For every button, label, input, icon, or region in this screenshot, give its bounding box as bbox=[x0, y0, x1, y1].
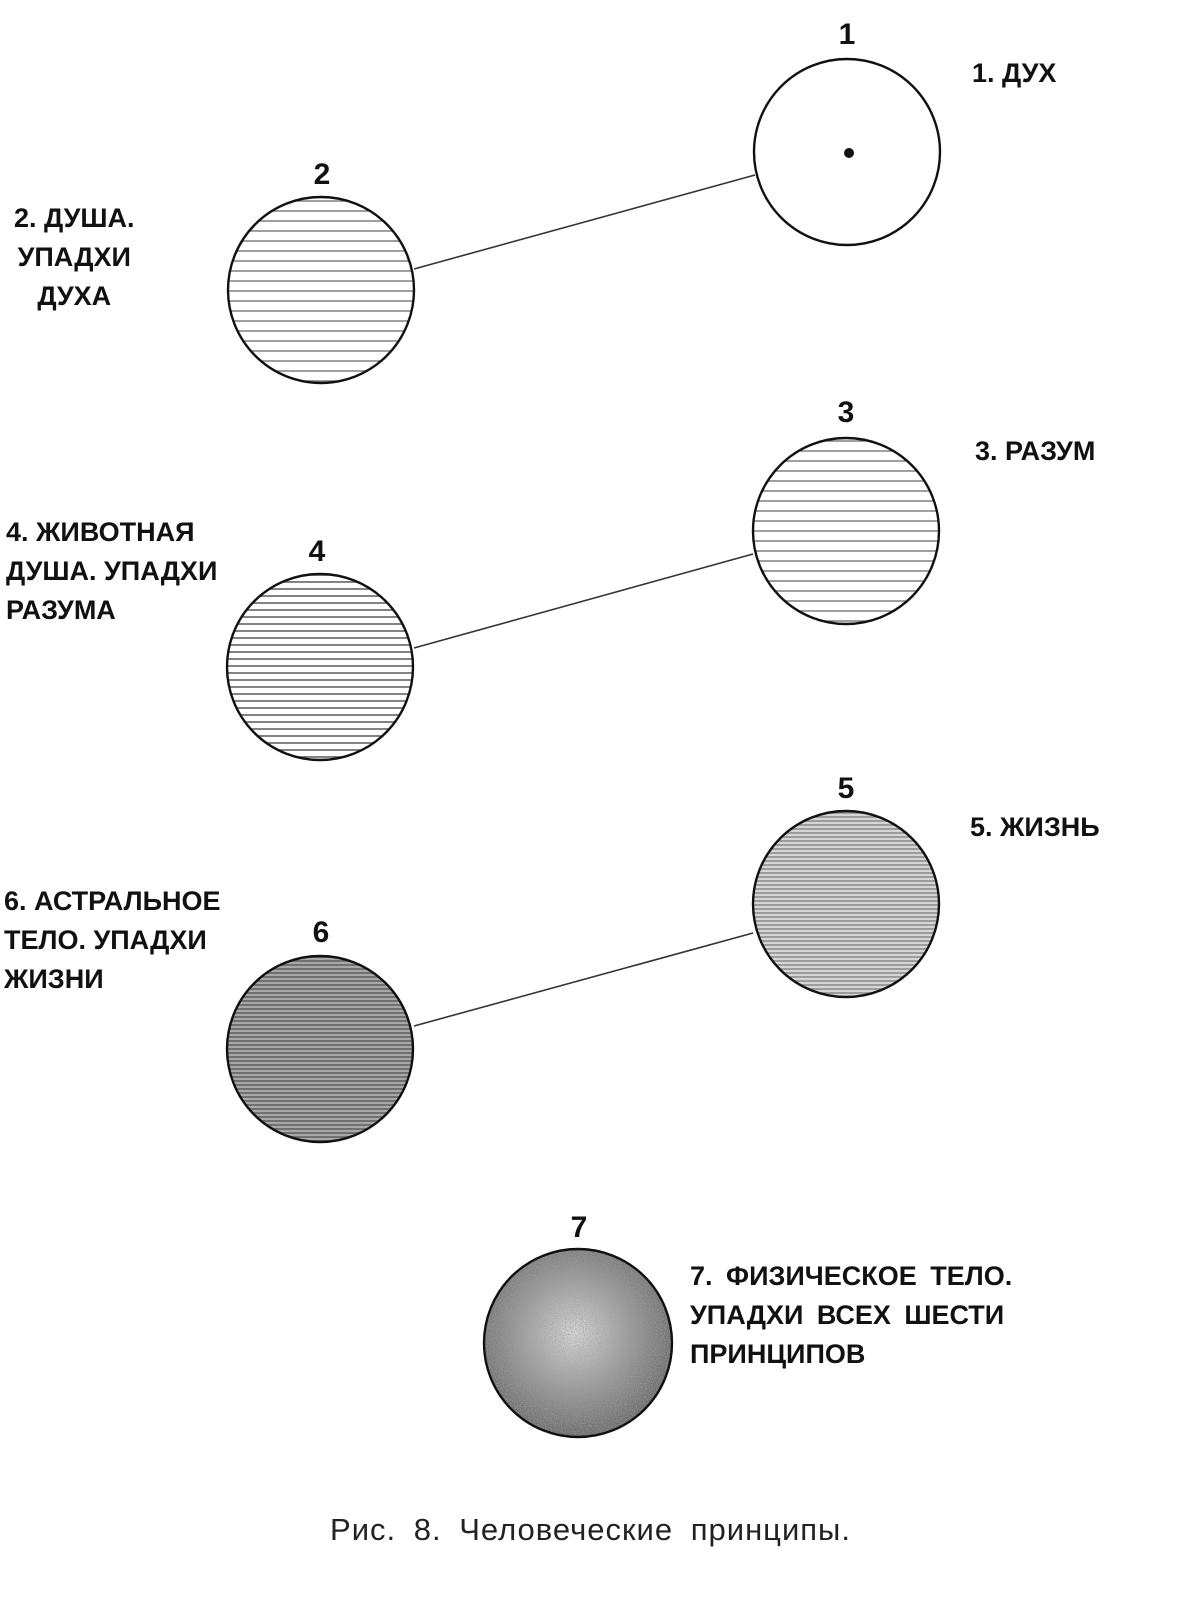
principle-2-label: 2. ДУША. УПАДХИ ДУХА bbox=[14, 199, 135, 316]
principle-3-label: 3. РАЗУМ bbox=[975, 432, 1095, 471]
principle-1-number: 1 bbox=[838, 18, 856, 51]
principle-5-number: 5 bbox=[837, 772, 855, 805]
label-line: ТЕЛО. УПАДХИ bbox=[4, 925, 207, 955]
center-dot-icon bbox=[844, 148, 854, 158]
label-line: 3. РАЗУМ bbox=[975, 436, 1096, 466]
figure-caption: Рис. 8. Человеческие принципы. bbox=[330, 1512, 851, 1547]
connector-3-4 bbox=[413, 553, 754, 649]
label-line: УПАДХИ bbox=[17, 242, 131, 272]
principle-3-circle bbox=[751, 436, 941, 626]
label-line: 4. ЖИВОТНАЯ bbox=[6, 517, 195, 547]
principle-7-label: 7. ФИЗИЧЕСКОЕ ТЕЛО. УПАДХИ ВСЕХ ШЕСТИ ПР… bbox=[690, 1257, 1012, 1374]
principle-6-circle bbox=[225, 954, 415, 1144]
principle-5-label: 5. ЖИЗНЬ bbox=[970, 808, 1100, 847]
label-line: ЖИЗНИ bbox=[4, 964, 104, 994]
label-line: 5. ЖИЗНЬ bbox=[970, 812, 1100, 842]
label-line: 7. ФИЗИЧЕСКОЕ ТЕЛО. bbox=[690, 1261, 1013, 1291]
label-line: 1. ДУХ bbox=[972, 58, 1057, 88]
principle-2-circle bbox=[226, 195, 416, 385]
label-line: ПРИНЦИПОВ bbox=[690, 1339, 866, 1369]
principle-5-circle bbox=[751, 809, 941, 999]
connector-5-6 bbox=[413, 932, 754, 1027]
principle-4-circle bbox=[225, 572, 415, 762]
label-line: УПАДХИ ВСЕХ ШЕСТИ bbox=[690, 1300, 1005, 1330]
label-line: ДУША. УПАДХИ bbox=[6, 556, 218, 586]
principle-3-number: 3 bbox=[837, 396, 855, 429]
label-line: 2. ДУША. bbox=[14, 203, 135, 233]
principle-4-label: 4. ЖИВОТНАЯ ДУША. УПАДХИ РАЗУМА bbox=[6, 513, 217, 630]
principle-1-circle bbox=[752, 57, 942, 247]
connector-1-2 bbox=[413, 174, 756, 270]
label-line: ДУХА bbox=[37, 281, 112, 311]
principle-4-number: 4 bbox=[308, 535, 326, 568]
principle-6-label: 6. АСТРАЛЬНОЕ ТЕЛО. УПАДХИ ЖИЗНИ bbox=[4, 882, 221, 999]
label-line: 6. АСТРАЛЬНОЕ bbox=[4, 886, 221, 916]
principle-7-number: 7 bbox=[570, 1211, 588, 1244]
principle-7-circle bbox=[482, 1247, 674, 1439]
principle-2-number: 2 bbox=[313, 158, 331, 191]
principle-6-number: 6 bbox=[312, 916, 330, 949]
principle-1-label: 1. ДУХ bbox=[972, 54, 1056, 93]
label-line: РАЗУМА bbox=[6, 595, 116, 625]
